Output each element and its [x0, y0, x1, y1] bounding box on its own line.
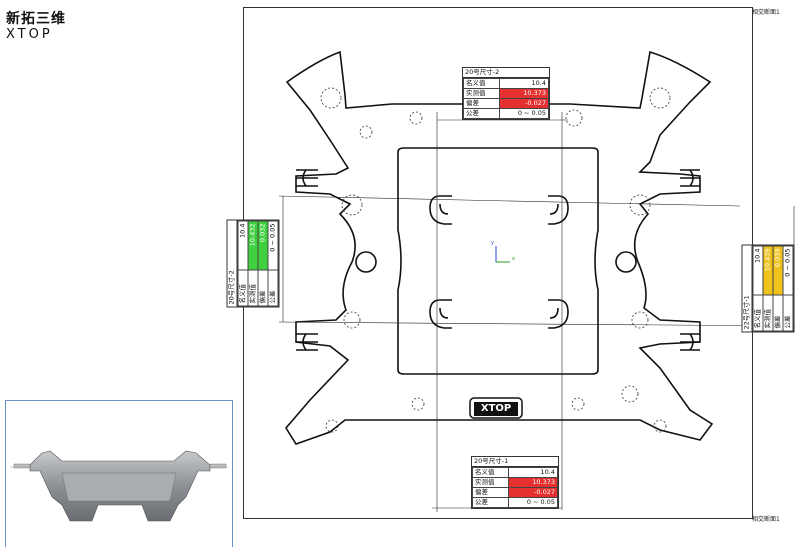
label-measured: 实测值: [763, 294, 773, 331]
value-tolerance: 0 ~ 0.05: [499, 108, 549, 119]
label-deviation: 偏差: [462, 98, 501, 109]
slot-right-upper: [680, 169, 700, 187]
value-measured: 10.373: [499, 88, 549, 99]
measurement-title: 20号尺寸-2: [227, 220, 238, 307]
label-tolerance: 公差: [783, 294, 793, 331]
hook-top-left: [429, 195, 452, 225]
label-tolerance: 公差: [462, 108, 501, 119]
part-logo-text: XTOP: [474, 402, 518, 416]
slot-left-lower: [296, 333, 318, 351]
label-deviation: 偏差: [471, 487, 510, 498]
hook-top-right: [548, 195, 569, 225]
label-deviation: 偏差: [773, 294, 783, 331]
hook-bottom-right: [548, 299, 569, 329]
value-tolerance: 0 ~ 0.05: [268, 221, 278, 270]
axis-y-label: y: [491, 240, 494, 246]
brand-name-cn: 新拓三维: [6, 11, 66, 27]
value-deviation: -0.027: [508, 487, 558, 498]
part-outer-outline: [285, 50, 714, 445]
measurement-title: 20号尺寸-2: [463, 68, 549, 78]
brand-logo: 新拓三维 XTOP: [6, 8, 66, 42]
measurement-title: 20号尺寸-1: [472, 457, 558, 467]
label-nominal: 名义值: [471, 467, 510, 478]
measurement-title: 22号尺寸-1: [742, 245, 753, 332]
label-nominal: 名义值: [238, 269, 248, 306]
slot-left-upper: [296, 169, 318, 187]
label-measured: 实测值: [471, 477, 510, 488]
part-side-view: [10, 450, 228, 522]
hole-right: [615, 251, 637, 273]
value-nominal: 10.4: [238, 221, 248, 270]
value-deviation: 0.039: [773, 246, 783, 295]
label-nominal: 名义值: [753, 294, 763, 331]
value-nominal: 10.4: [499, 78, 549, 89]
value-tolerance: 0 ~ 0.05: [783, 246, 793, 295]
label-measured: 实测值: [248, 269, 258, 306]
section-label-bottom: 相交断面1: [752, 516, 780, 523]
coordinate-axis-icon: [495, 246, 510, 263]
hole-left: [355, 251, 377, 273]
value-deviation: -0.027: [499, 98, 549, 109]
slot-right-lower: [680, 333, 700, 351]
axis-x-label: x: [512, 256, 515, 262]
hook-bottom-left: [429, 299, 452, 329]
value-deviation: 0.032: [258, 221, 268, 270]
side-view-thumbnail: [5, 400, 233, 547]
value-nominal: 10.4: [508, 467, 558, 478]
section-label-top: 相交断面1: [752, 9, 780, 16]
inner-pocket-outline: [397, 147, 599, 375]
brand-name-en: XTOP: [6, 27, 53, 42]
value-measured: 10.373: [508, 477, 558, 488]
value-measured: 10.439: [763, 246, 773, 295]
label-tolerance: 公差: [268, 269, 278, 306]
value-nominal: 10.4: [753, 246, 763, 295]
label-measured: 实测值: [462, 88, 501, 99]
value-measured: 10.432: [248, 221, 258, 270]
value-tolerance: 0 ~ 0.05: [508, 497, 558, 508]
label-deviation: 偏差: [258, 269, 268, 306]
label-nominal: 名义值: [462, 78, 501, 89]
label-tolerance: 公差: [471, 497, 510, 508]
